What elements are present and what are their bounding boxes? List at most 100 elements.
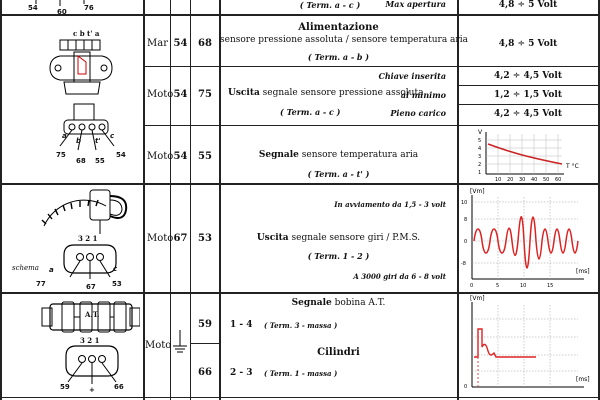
pin-letter: c <box>110 132 115 140</box>
terminal-label: ( Term. a - b ) <box>307 52 370 62</box>
chart-ylabel: [Vm] <box>470 295 485 302</box>
condition-label: al minimo <box>400 90 446 100</box>
group-label: Moto <box>147 233 174 244</box>
value-label: 1,2 ÷ 1,5 Volt <box>494 90 562 100</box>
pin-number: 77 <box>36 280 46 288</box>
connector-b: 75 <box>198 89 212 100</box>
chart-xlabel: T °C <box>565 163 579 170</box>
row-description: sensore pressione assoluta / sensore tem… <box>220 35 468 45</box>
chart-ylabel: [Vm] <box>470 188 485 195</box>
cylinder-label: 1 - 4 <box>230 320 253 330</box>
pin-number: 53 <box>112 280 122 288</box>
x-tick: 20 <box>507 177 513 182</box>
ignition-coil-icon <box>41 301 140 333</box>
value-label: 4,2 ÷ 4,5 Volt <box>494 109 562 119</box>
chart-xlabel: [ms] <box>576 268 590 275</box>
col-divider <box>598 0 600 400</box>
temperature-chart: V 5 4 3 2 1 10 20 30 40 50 60 T °C <box>478 129 579 182</box>
y-tick: 0 <box>464 384 467 390</box>
x-tick: 10 <box>520 283 526 289</box>
group-label: Mar <box>147 38 168 49</box>
map-connector-icon <box>59 103 115 151</box>
y-tick: 1 <box>478 170 481 176</box>
connector-wires-icon <box>35 0 85 6</box>
terminal-label: ( Term. 1 - massa ) <box>264 369 338 378</box>
x-tick: 60 <box>555 177 561 182</box>
x-tick: 30 <box>519 177 525 182</box>
y-tick: 3 <box>478 154 481 160</box>
coil-connector-icon <box>65 345 119 384</box>
row-divider <box>0 183 600 185</box>
rpm-connector-icon <box>63 244 117 279</box>
condition-label: A 3000 giri da 6 - 8 volt <box>353 272 446 281</box>
ground-symbol-icon <box>173 330 187 353</box>
terminal-label: ( Term. a - c ) <box>299 0 361 10</box>
value-divider <box>458 104 600 105</box>
value-label: 4,8 ÷ 5 Volt <box>498 0 558 10</box>
col-divider <box>143 0 145 400</box>
connector-b: 68 <box>198 38 212 49</box>
x-tick: 5 <box>496 283 499 289</box>
pin-divider <box>190 343 220 344</box>
pin-letter: t' <box>95 137 101 145</box>
group-label: Moto <box>147 89 174 100</box>
row-title: Alimentazione <box>298 22 379 33</box>
coil-waveform <box>474 328 536 358</box>
schema-label: schema <box>12 264 39 272</box>
col-divider <box>219 0 221 400</box>
coil-label: A.T. <box>85 310 100 319</box>
temperature-curve <box>487 143 563 165</box>
connector-b: 53 <box>198 233 212 244</box>
value-divider <box>458 85 600 86</box>
y-tick: 5 <box>478 138 481 144</box>
col-divider <box>170 0 171 400</box>
condition-label: Max apertura <box>385 0 446 9</box>
row-title: Uscita segnale sensore giri / P.M.S. <box>256 233 421 243</box>
x-tick: 50 <box>543 177 549 182</box>
connector-a: 54 <box>173 151 188 162</box>
row-divider <box>0 397 600 398</box>
x-tick: 0 <box>470 283 473 289</box>
connector-b: 55 <box>198 151 212 162</box>
connector-numbers: 3 2 1 <box>80 336 100 345</box>
pin-number: 59 <box>60 383 70 391</box>
row-divider <box>0 292 600 294</box>
pin-number: 55 <box>95 157 105 165</box>
pin-number: 75 <box>56 151 66 159</box>
row-title: Segnale bobina A.T. <box>291 298 386 308</box>
condition-label: Chiave inserita <box>378 71 446 81</box>
col-divider <box>190 0 191 400</box>
connector-a: 54 <box>173 38 188 49</box>
condition-label: In avviamento da 1,5 - 3 volt <box>334 200 446 209</box>
pin-number: 67 <box>86 283 96 291</box>
pin-number: 54 <box>116 151 126 159</box>
group-label: Moto <box>147 151 174 162</box>
y-tick: 10 <box>461 200 467 206</box>
connector-a: 59 <box>198 319 212 330</box>
rpm-sensor-icon <box>41 189 128 234</box>
terminal-label: ( Term. 1 - 2 ) <box>307 251 370 261</box>
terminal-label: ( Term. 3 - massa ) <box>264 321 338 330</box>
connector-a: 54 <box>173 89 188 100</box>
x-tick: 15 <box>547 283 553 289</box>
y-tick: -8 <box>461 261 466 267</box>
row-title: Cilindri <box>317 347 360 358</box>
y-tick: 0 <box>464 239 467 245</box>
pin-number: + <box>89 386 95 394</box>
pin-letter: a <box>62 132 67 140</box>
pin-letter: c <box>113 265 118 273</box>
value-label: 4,2 ÷ 4,5 Volt <box>494 71 562 81</box>
pin-letter: b <box>76 137 82 145</box>
row-divider <box>0 14 600 16</box>
row-divider <box>143 66 600 67</box>
pin-letter: a <box>49 266 54 274</box>
pin-number: 68 <box>76 157 86 165</box>
cylinder-label: 2 - 3 <box>230 368 253 378</box>
row-title: Uscita segnale sensore pressione assolut… <box>228 88 424 98</box>
terminal-label: ( Term. a - t' ) <box>307 169 370 179</box>
col-divider <box>0 0 2 400</box>
row-divider <box>143 125 600 126</box>
pin-number: 54 <box>28 4 38 12</box>
connector-a: 67 <box>173 233 188 244</box>
